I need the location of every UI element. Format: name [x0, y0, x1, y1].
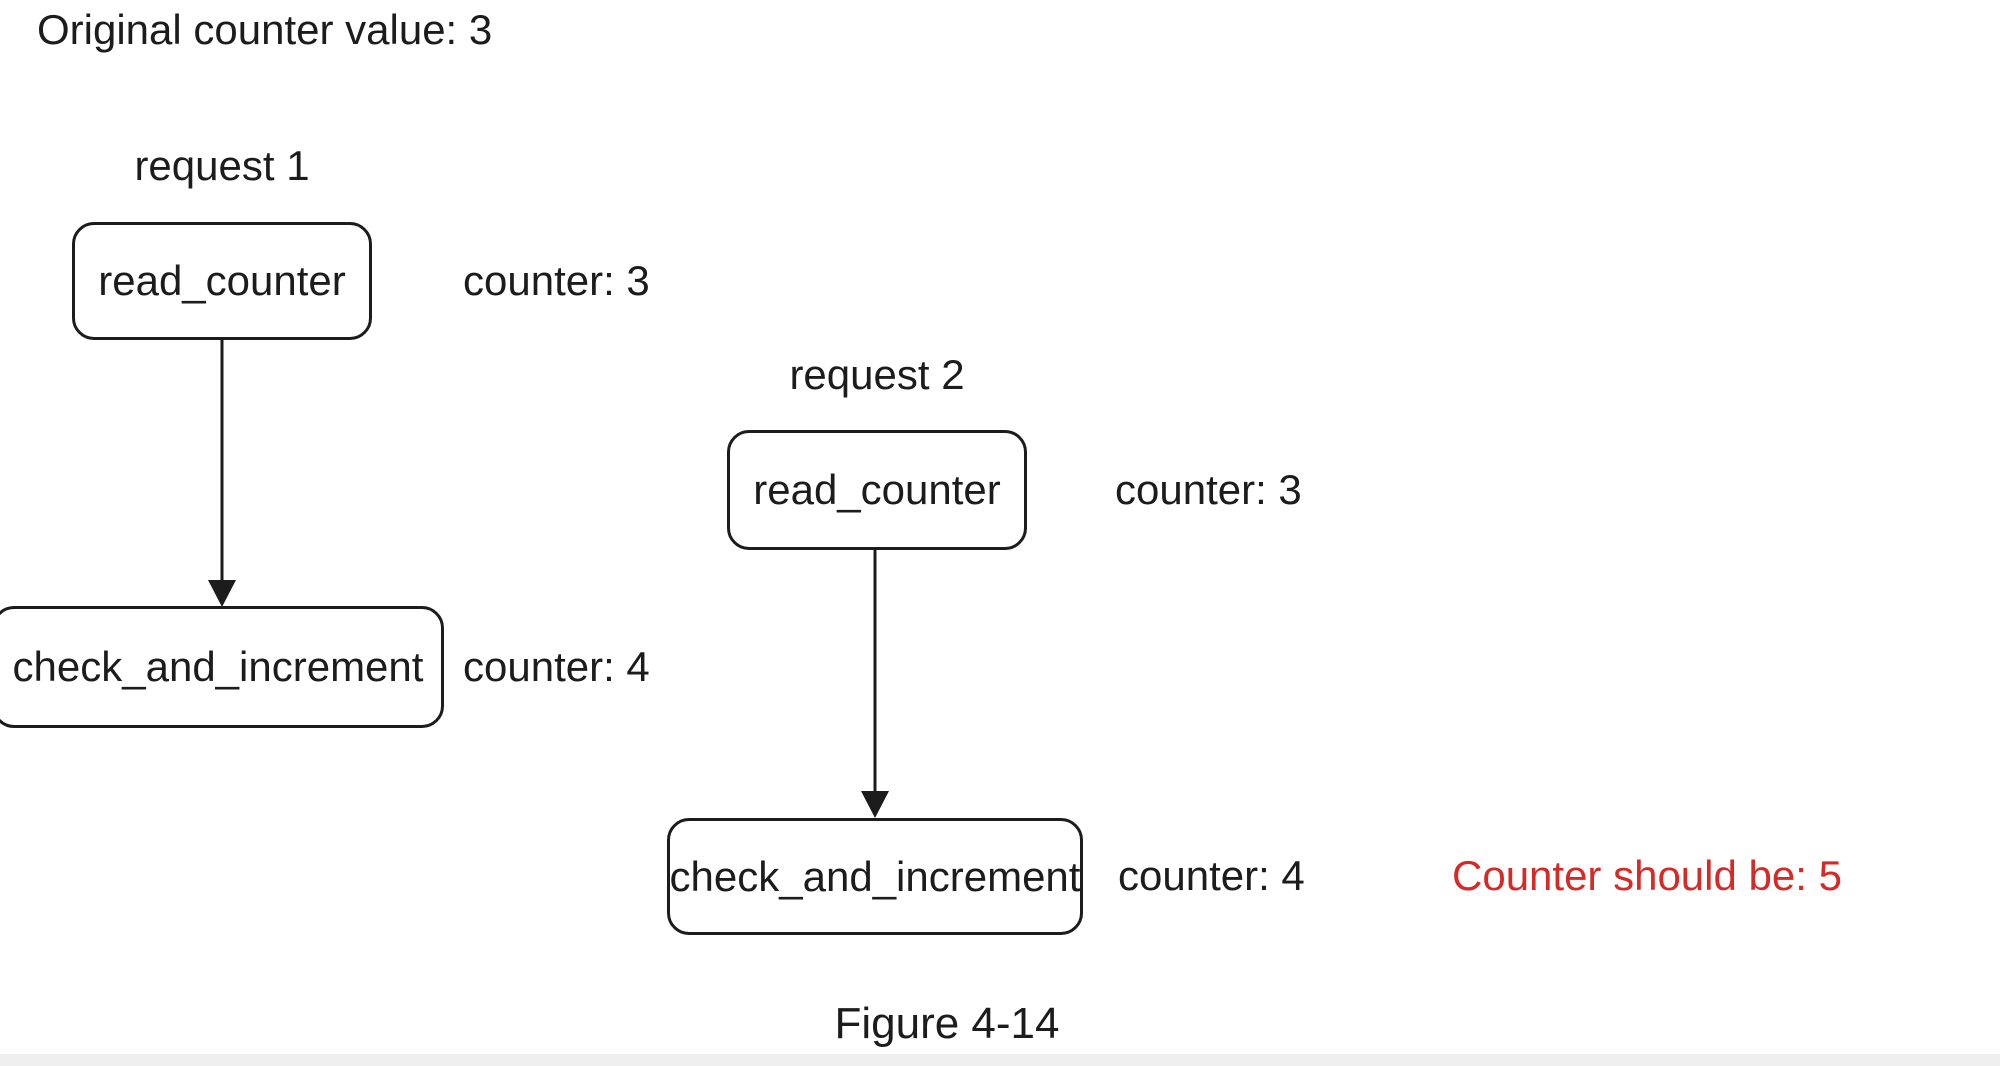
request1-label: request 1 — [134, 142, 310, 189]
request1-read-counter-annotation: counter: 3 — [463, 256, 650, 304]
arrow-down-icon — [860, 550, 890, 818]
expected-counter-note: Counter should be: 5 — [1452, 852, 1842, 900]
arrow-head — [208, 580, 236, 607]
page-bottom-strip — [0, 1054, 2000, 1066]
request2-check-and-increment-node: check_and_increment — [667, 818, 1083, 935]
request1-check-and-increment-annotation: counter: 4 — [463, 642, 650, 690]
arrow-shaft — [873, 550, 877, 794]
request1-check-and-increment-node: check_and_increment — [0, 606, 444, 728]
arrow-shaft — [220, 340, 224, 583]
request2-read-counter-node: read_counter — [727, 430, 1027, 550]
arrow-down-icon — [207, 340, 237, 607]
arrow-head — [861, 791, 889, 818]
figure-caption: Figure 4-14 — [834, 999, 1060, 1048]
original-counter-value-label: Original counter value: 3 — [37, 6, 493, 53]
request2-check-and-increment-annotation: counter: 4 — [1118, 852, 1305, 900]
request2-label: request 2 — [789, 351, 965, 398]
request1-read-counter-node: read_counter — [72, 222, 372, 340]
request2-read-counter-annotation: counter: 3 — [1115, 465, 1302, 513]
